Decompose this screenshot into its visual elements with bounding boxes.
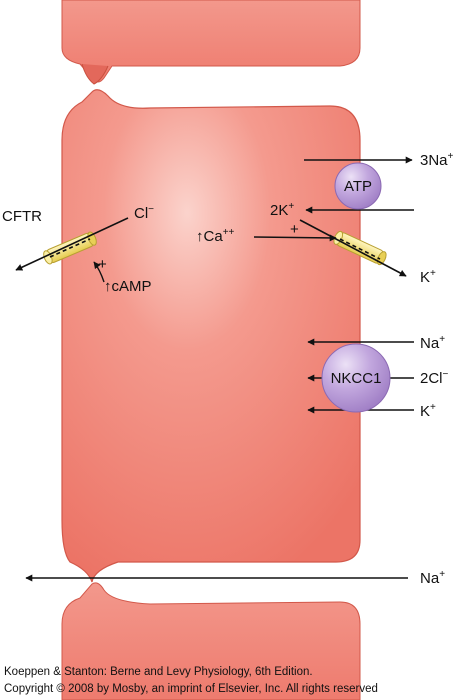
nkcc-k-label: K+ [420,402,436,420]
cftr-label: CFTR [2,208,42,225]
two-cl-label: 2Cl− [420,369,449,387]
camp-activation-arrow [93,261,105,283]
ca-label: ↑Ca++ [196,227,235,245]
three-na-label: 3Na+ [420,151,454,169]
paracellular-na-label: Na+ [420,569,445,587]
k-channel-pore [339,238,381,260]
camp-plus-label: + [98,256,107,273]
credit-line-2: Copyright © 2008 by Mosby, an imprint of… [4,683,378,695]
nkcc1-transporter [321,343,391,413]
k-efflux-arrow [299,219,407,277]
ca-plus-label: + [290,221,299,238]
main-cell [61,89,361,583]
k-out-label: K+ [420,268,436,286]
nkcc1-label: NKCC1 [331,370,382,387]
atp-label: ATP [344,178,372,195]
cl-channel-pore [49,238,91,258]
cl-secretion-arrow [15,217,129,271]
cl-label: Cl− [134,204,154,222]
camp-label: ↑cAMP [104,278,152,295]
atp-pump [334,162,382,210]
credit-line-1: Koeppen & Stanton: Berne and Levy Physio… [4,666,313,678]
lower-cell [61,582,361,700]
upper-cell [61,0,361,83]
upper-junction-tip [81,63,109,85]
nkcc-na-label: Na+ [420,334,445,352]
ca-activation-arrow [253,234,337,242]
two-k-label: 2K+ [270,201,294,219]
